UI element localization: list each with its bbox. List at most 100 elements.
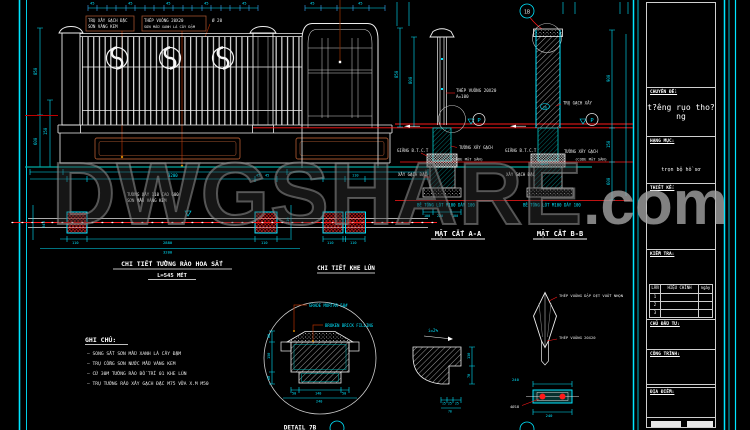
dim-15: 15 [442, 402, 446, 406]
plan-view-fence: 3200 45 45 110 110 2880 110 3200 240 110… [11, 169, 438, 280]
bubble-partial [519, 421, 535, 430]
title-block-logo-area [647, 3, 715, 87]
cap-neck [298, 371, 342, 384]
dim-70: 70 [467, 374, 471, 378]
rev-desc [661, 310, 699, 317]
dim-150: 150 [43, 127, 48, 135]
section-aa: 850 800 THÉP VUÔNG 20X20 A=100 P GIẰNG B… [394, 27, 497, 240]
rev-col-hieuchinh: HIỆU CHỈNH [661, 285, 699, 293]
dim-3200: 3200 [168, 173, 178, 178]
post-cap [429, 28, 455, 38]
dim-50: 50 [292, 392, 296, 396]
code-san-label: (CODE MẶT SÂN) [575, 157, 607, 162]
rev-desc [661, 294, 699, 301]
pillar-label-line1: TRỤ XÂY GẠCH ĐẶC [88, 18, 128, 23]
dim-110: 110 [72, 241, 79, 245]
fence-plan-subtitle: L=545 MÉT [157, 271, 187, 279]
title-block-stamp [651, 421, 681, 427]
gach-dac-label: XÂY GẠCH ĐẶC [506, 172, 535, 177]
column-cap-band [533, 28, 563, 37]
ornament-circles [105, 46, 235, 70]
title-block-stamp [687, 421, 713, 427]
cap-body [290, 341, 350, 373]
brick-footing [533, 166, 563, 189]
betong-label: BÊ TÔNG LÓT M100 DÀY 100 [417, 203, 475, 208]
wall-panel [94, 137, 241, 160]
location-label: ĐỊA ĐIỂM: [650, 390, 675, 395]
dim-600: 600 [606, 177, 611, 185]
gate-column-elevation [301, 0, 379, 128]
mortar-label: GRADE MORTAR 50# [309, 303, 348, 308]
dim-240: 240 [316, 400, 322, 404]
revision-table: LẦN HIỆU CHỈNH ngày 1 2 3 [649, 284, 713, 318]
steel-label-line1: THÉP VUÔNG 20X20 [144, 18, 184, 23]
dim-150: 150 [267, 353, 271, 359]
spear-detail: THÉP VUÔNG DẬP DẸT VUỐT NHỌN THÉP VUÔNG … [533, 291, 624, 366]
rev-desc [661, 302, 699, 309]
plan-view-khe-lun: 110 110 CHI TIẾT KHE LÚN [317, 211, 375, 274]
khe-lun-title: CHI TIẾT KHE LÚN [317, 264, 375, 272]
brick-footing [429, 166, 456, 189]
bubble-1b-small: 1b [543, 106, 547, 110]
pillar-plan-square [345, 211, 366, 234]
dim-240: 240 [546, 413, 554, 418]
dim-130: 130 [467, 353, 471, 359]
slope-label: i=2% [428, 328, 439, 333]
dim-140: 140 [315, 392, 321, 396]
dim-45: 45 [166, 1, 171, 6]
dim-850: 850 [394, 70, 399, 78]
giang-label: GIẰNG B.T.C.T [397, 148, 429, 153]
dim-900: 900 [606, 74, 611, 82]
dim-50: 50 [342, 392, 346, 396]
project-value: t?êng rụo tho?ng [647, 103, 715, 121]
rev-date [699, 310, 712, 317]
betong-label: BÊ TÔNG LÓT M100 DÀY 100 [523, 203, 581, 208]
dim-220: 220 [437, 214, 443, 218]
revision-header-row: LẦN HIỆU CHỈNH ngày [650, 285, 712, 293]
dim-110: 110 [261, 241, 268, 245]
level-marker [579, 118, 587, 125]
dim-110: 110 [327, 241, 334, 245]
gach-dac-label: XÂY GẠCH ĐẶC [398, 172, 427, 177]
design-label: THIẾT KẾ: [650, 186, 675, 191]
item-label: HẠNG MỤC: [650, 139, 675, 144]
dim-2880: 2880 [163, 240, 173, 245]
wall-paint-label-line2: SƠN MẦU VÀNG KEM [127, 198, 167, 203]
lean-concrete [526, 187, 574, 198]
work-label: CÔNG TRÌNH: [650, 352, 680, 357]
dim-45: 45 [90, 1, 95, 6]
bolt-hole [539, 393, 546, 400]
cap-detail-circle: 50 140 50 240 60 150 60 GRADE MORTAR 50#… [263, 301, 377, 430]
bolt-plate-detail: 240 4Ø18 240 [510, 377, 579, 430]
level-marker [467, 118, 475, 125]
left-dimension-chain: 850 600 150 [33, 27, 53, 168]
section-bb-title: MẶT CẮT B-B [537, 229, 583, 238]
dim-60: 60 [267, 334, 271, 338]
spear-label-2: THÉP VUÔNG 20X20 [559, 335, 596, 340]
brick-fill-label: BROKEN BRICK FILLING [325, 323, 374, 328]
top-dimension-row: 45 45 45 45 45 45 45 [87, 1, 629, 26]
fence-bars [82, 37, 253, 125]
dim-45: 45 [310, 1, 315, 6]
note-item: – SONG SẮT SƠN MẦU XANH LÁ CÂY ĐẬM [87, 350, 181, 357]
bubble-1b-label: 1B [524, 10, 530, 16]
dim-110: 110 [286, 218, 290, 225]
pillar-cap [58, 26, 84, 34]
steel-label-line2: SƠN MẦU XANH LÁ CÂY ĐẬM [144, 24, 196, 29]
revision-row: 2 [650, 301, 712, 309]
p-bubble-label: P [590, 118, 594, 124]
dim-3200: 3200 [163, 250, 173, 255]
section-aa-title: MẶT CẮT A-A [435, 229, 482, 238]
cap-slope [285, 331, 355, 343]
notes-heading: GHI CHÚ: [85, 335, 116, 344]
note-item: – CỨ 30M TƯỜNG RÀO BỐ TRÍ 01 KHE LÚN [87, 369, 187, 377]
dim-850: 850 [33, 67, 38, 75]
bubble-1b [519, 3, 535, 19]
rev-number: 2 [650, 302, 661, 309]
dim-45: 45 [128, 1, 133, 6]
giang-label: GIẰNG B.T.C.T [505, 148, 537, 153]
dim-800: 800 [408, 76, 413, 84]
rev-col-ngay: ngày [700, 285, 711, 290]
check-label: KIỂM TRA: [650, 252, 675, 257]
coping-detail: i=2% 130 70 15 25 25 70 [412, 328, 475, 414]
